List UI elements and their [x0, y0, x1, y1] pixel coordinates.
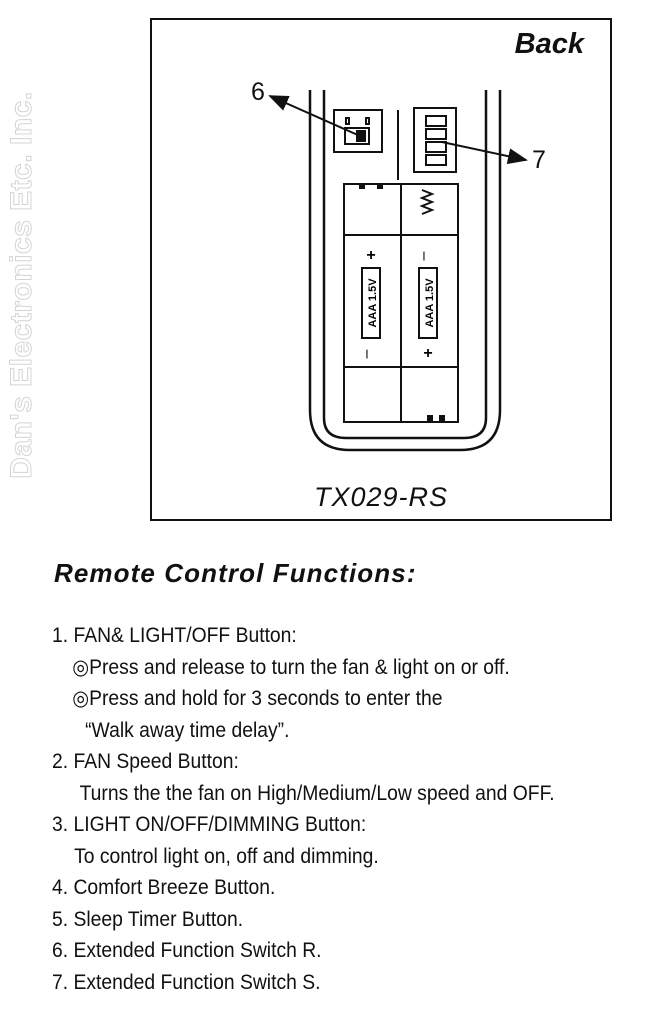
battery-right-plus: +: [423, 345, 432, 362]
function-2-detail: Turns the the fan on High/Medium/Low spe…: [79, 781, 555, 805]
back-label: Back: [514, 28, 584, 60]
function-6-title: 6. Extended Function Switch R.: [52, 939, 322, 962]
function-5-title: 5. Sleep Timer Button.: [52, 907, 244, 931]
functions-heading: Remote Control Functions:: [54, 558, 417, 588]
callout-6: 6: [251, 78, 265, 106]
battery-right-minus: –: [415, 251, 432, 260]
function-1-detail-3: “Walk away time delay”.: [85, 718, 290, 742]
function-4-title: 4. Comfort Breeze Button.: [52, 876, 276, 899]
callout-7: 7: [532, 146, 546, 174]
remote-back-diagram: AAA 1.5V AAA 1.5V + – – +: [268, 90, 528, 452]
functions-list: 1. FAN& LIGHT/OFF Button: ◎Press and rel…: [52, 620, 615, 998]
battery-label-left: AAA 1.5V: [367, 278, 379, 328]
function-1-detail-1: ◎Press and release to turn the fan & lig…: [72, 655, 510, 679]
function-1-title: 1. FAN& LIGHT/OFF Button:: [52, 624, 297, 647]
function-7-title: 7. Extended Function Switch S.: [52, 970, 321, 994]
model-label: TX029-RS: [313, 482, 449, 512]
battery-compartment: [343, 183, 459, 423]
remote-body: [308, 90, 502, 452]
battery-left-plus: +: [366, 247, 375, 264]
battery-label-right: AAA 1.5V: [424, 278, 436, 328]
remote-back-figure: AAA 1.5V AAA 1.5V + – – + Back 6 7 TX029…: [150, 18, 612, 521]
switch-r: [333, 109, 383, 153]
watermark: Dan's Electronics Etc. Inc.: [5, 91, 39, 479]
callout-7-arrow: [441, 141, 528, 165]
function-3-detail: To control light on, off and dimming.: [74, 844, 379, 868]
battery-left-minus: –: [358, 349, 375, 358]
switch-s: [397, 107, 457, 180]
callout-6-arrow: [268, 95, 361, 137]
function-1-detail-2: ◎Press and hold for 3 seconds to enter t…: [72, 687, 443, 710]
function-3-title: 3. LIGHT ON/OFF/DIMMING Button:: [52, 813, 367, 836]
function-2-title: 2. FAN Speed Button:: [52, 750, 239, 773]
